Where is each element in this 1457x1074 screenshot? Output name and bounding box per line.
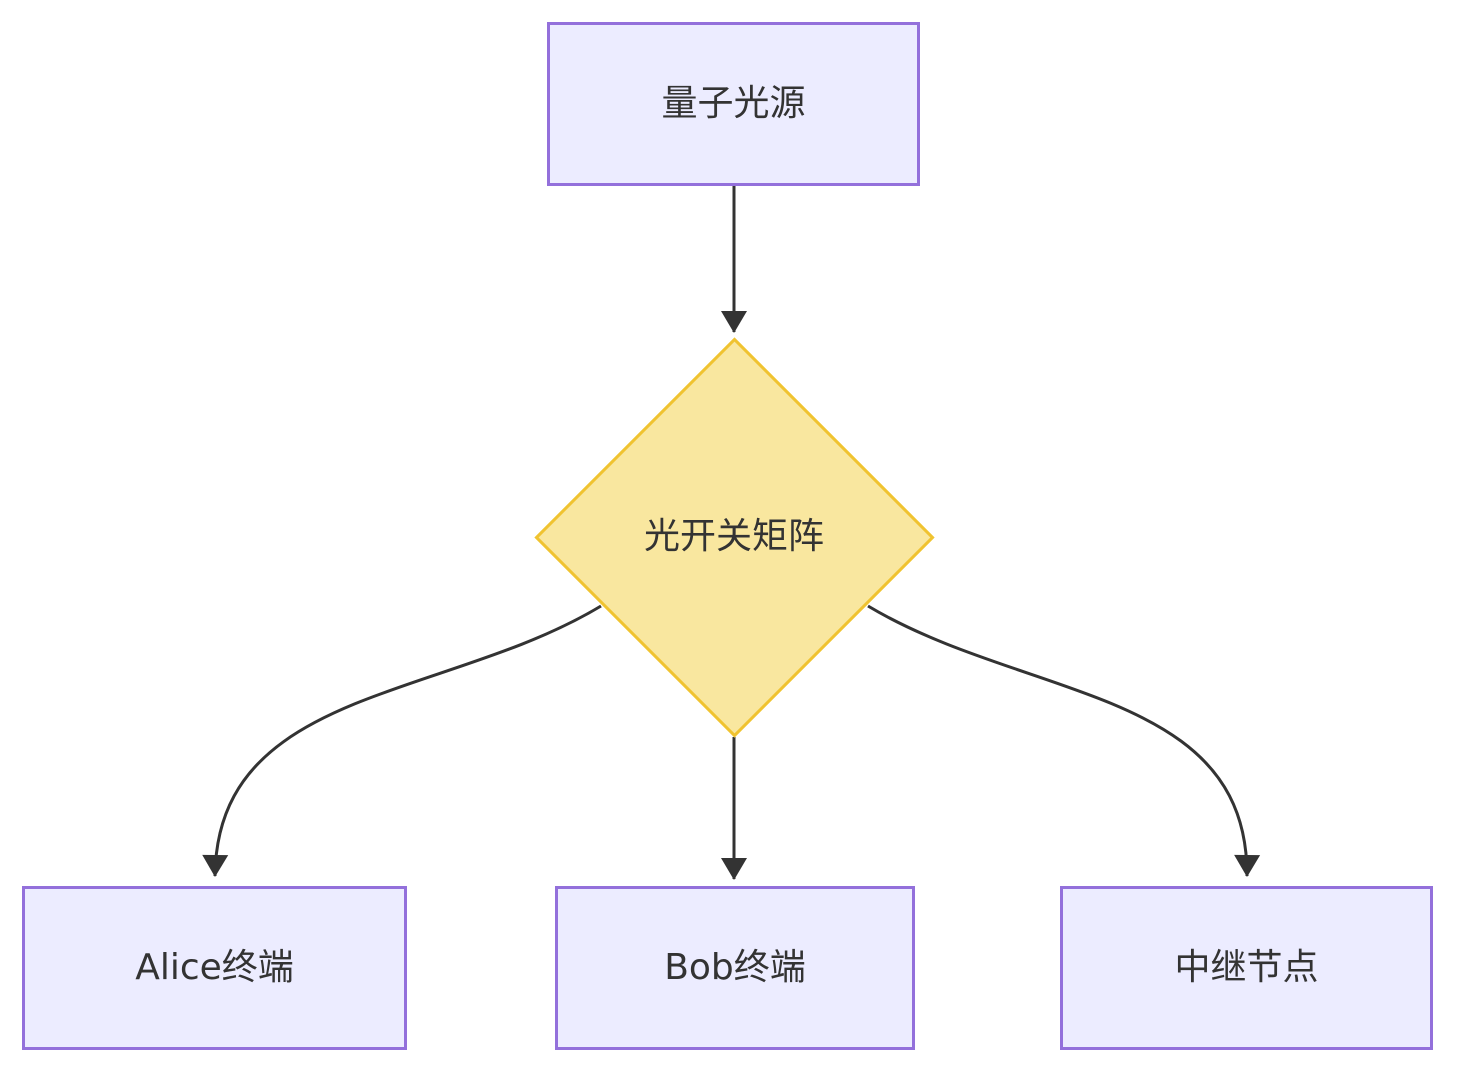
node-quantum-light-source-label: 量子光源 bbox=[661, 83, 806, 125]
node-bob-terminal: Bob终端 bbox=[555, 886, 915, 1050]
node-alice-terminal: Alice终端 bbox=[22, 886, 407, 1050]
node-quantum-light-source: 量子光源 bbox=[547, 22, 920, 186]
node-optical-switch-matrix-label-wrap: 光开关矩阵 bbox=[534, 515, 934, 559]
node-alice-terminal-label: Alice终端 bbox=[135, 947, 294, 989]
edge-switch-alice bbox=[202, 604, 602, 877]
node-relay-node: 中继节点 bbox=[1060, 886, 1433, 1050]
node-relay-node-label: 中继节点 bbox=[1174, 947, 1319, 989]
edge-switch-relay bbox=[867, 604, 1261, 877]
node-bob-terminal-label: Bob终端 bbox=[664, 947, 806, 989]
node-optical-switch-matrix-label: 光开关矩阵 bbox=[643, 516, 824, 558]
